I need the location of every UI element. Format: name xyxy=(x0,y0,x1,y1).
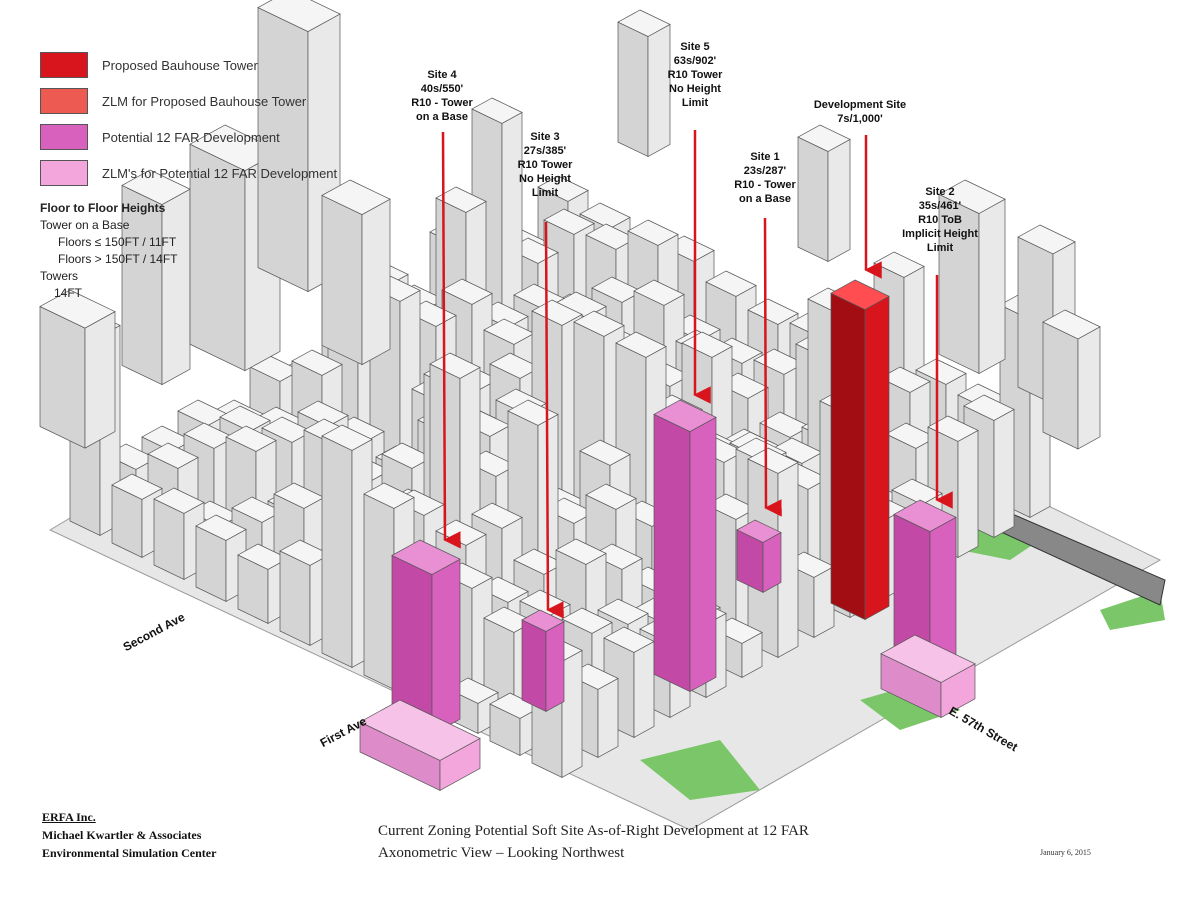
footer-credits: ERFA Inc. Michael Kwartler & Associates … xyxy=(42,808,216,862)
site-4-base xyxy=(359,699,481,791)
footer-org: Michael Kwartler & Associates xyxy=(42,828,202,842)
site-label-line: 63s/902' xyxy=(673,55,717,67)
footer-title: Current Zoning Potential Soft Site As-of… xyxy=(378,820,809,864)
legend-item: ZLM's for Potential 12 FAR Development xyxy=(40,158,400,188)
legend-label: Proposed Bauhouse Tower xyxy=(102,57,258,73)
site-label-line: Limit xyxy=(681,97,709,109)
site-4-label: Site 4 40s/550' R10 - Tower on a Base xyxy=(387,68,497,124)
legend-item: ZLM for Proposed Bauhouse Tower xyxy=(40,86,400,116)
site-3-tower xyxy=(521,609,565,713)
site-label-line: R10 - Tower xyxy=(411,97,473,109)
legend-label: ZLM's for Potential 12 FAR Development xyxy=(102,165,338,181)
background-tower xyxy=(321,179,391,366)
floor-heights-line: Tower on a Base xyxy=(40,218,130,232)
floor-heights-line: Towers xyxy=(40,269,79,283)
site-arrow xyxy=(544,221,564,619)
site-label-line: No Height xyxy=(519,173,571,185)
bauhouse-tower xyxy=(830,279,890,621)
floor-heights-title: Floor to Floor Heights xyxy=(40,201,166,215)
legend-swatch xyxy=(40,88,88,114)
site-arrow xyxy=(763,217,782,517)
floor-heights-line: Floors > 150FT / 14FT xyxy=(58,252,178,266)
site-label-line: Site 1 xyxy=(750,151,780,163)
site-label-line: 27s/385' xyxy=(523,145,567,157)
park-area xyxy=(640,740,760,800)
footer-title-line: Current Zoning Potential Soft Site As-of… xyxy=(378,823,809,839)
highlighted-towers xyxy=(359,279,976,791)
legend-item: Proposed Bauhouse Tower xyxy=(40,50,400,80)
background-tower xyxy=(121,169,191,386)
site-label-line: 40s/550' xyxy=(420,83,464,95)
site-label-line: Site 3 xyxy=(530,131,560,143)
site-label-line: Site 5 xyxy=(680,41,710,53)
floor-heights-note: Floor to Floor Heights Tower on a Base F… xyxy=(40,200,178,302)
background-tower xyxy=(617,9,671,158)
site-label-line: Limit xyxy=(926,242,954,254)
site-2-base xyxy=(880,634,976,719)
site-2-tower xyxy=(893,499,957,673)
site-label-line: Implicit Height xyxy=(902,228,978,240)
site-label-line: Limit xyxy=(531,187,559,199)
buildings xyxy=(39,0,1101,778)
site-label-line: on a Base xyxy=(416,111,468,123)
site-arrow xyxy=(441,131,461,549)
site-label-line: Site 2 xyxy=(925,186,955,198)
site-label-line: 7s/1,000' xyxy=(837,113,883,125)
site-label-line: No Height xyxy=(669,83,721,95)
background-tower xyxy=(1042,309,1101,450)
background-tower xyxy=(189,124,281,372)
site-4-tower xyxy=(391,539,461,736)
background-tower xyxy=(39,289,116,449)
site-label-line: 23s/287' xyxy=(743,165,787,177)
legend-label: Potential 12 FAR Development xyxy=(102,129,280,145)
background-tower xyxy=(797,124,851,263)
site-3-label: Site 3 27s/385' R10 Tower No Height Limi… xyxy=(490,130,600,200)
site-label-line: Site 4 xyxy=(427,69,457,81)
footer-org: ERFA Inc. xyxy=(42,810,96,824)
footer-org: Environmental Simulation Center xyxy=(42,846,217,860)
site-5-label: Site 5 63s/902' R10 Tower No Height Limi… xyxy=(640,40,750,110)
background-tower xyxy=(938,179,1006,375)
site-label-line: Development Site xyxy=(813,99,907,111)
site-label-line: 35s/461' xyxy=(918,200,962,212)
site-label-line: R10 Tower xyxy=(667,69,723,81)
legend-label: ZLM for Proposed Bauhouse Tower xyxy=(102,93,307,109)
legend-swatch xyxy=(40,160,88,186)
legend-swatch xyxy=(40,124,88,150)
legend-swatch xyxy=(40,52,88,78)
legend-item: Potential 12 FAR Development xyxy=(40,122,400,152)
site-label-line: R10 ToB xyxy=(918,214,962,226)
site-label-line: R10 Tower xyxy=(517,159,573,171)
site-2-label: Site 2 35s/461' R10 ToB Implicit Height … xyxy=(885,185,995,255)
legend: Proposed Bauhouse Tower ZLM for Proposed… xyxy=(40,50,400,194)
site-label-line: R10 - Tower xyxy=(734,179,796,191)
site-arrows xyxy=(441,130,953,619)
floor-heights-line: Floors ≤ 150FT / 11FT xyxy=(58,235,177,249)
site-5-tower xyxy=(653,399,717,693)
building xyxy=(153,487,205,580)
footer-title-line: Axonometric View – Looking Northwest xyxy=(378,845,625,861)
development-site-label: Development Site 7s/1,000' xyxy=(795,98,925,126)
floor-heights-line: 14FT xyxy=(54,286,83,300)
site-1-label: Site 1 23s/287' R10 - Tower on a Base xyxy=(710,150,820,206)
footer-date: January 6, 2015 xyxy=(1040,848,1091,857)
site-1-tower xyxy=(736,519,782,593)
site-label-line: on a Base xyxy=(739,193,791,205)
